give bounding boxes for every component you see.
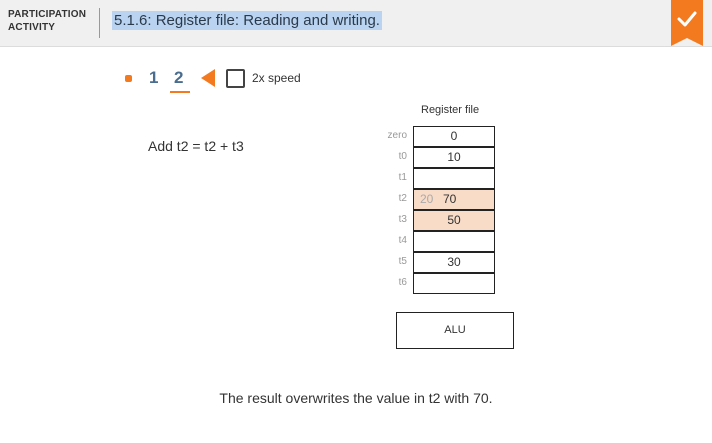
register-row-t0: t0 10 [377, 147, 497, 168]
register-row-zero: zero 0 [377, 126, 497, 147]
register-value-cell: 10 [413, 147, 495, 168]
alu-box: ALU [396, 312, 514, 349]
register-name: t1 [398, 172, 407, 183]
register-name: t2 [398, 193, 407, 204]
activity-header: PARTICIPATION ACTIVITY 5.1.6: Register f… [0, 0, 712, 47]
register-value-cell [413, 273, 495, 294]
start-step-indicator[interactable] [125, 75, 132, 82]
register-row-t6: t6 [377, 273, 497, 294]
header-divider [99, 8, 100, 38]
register-name: zero [387, 130, 407, 141]
speed-label: 2x speed [252, 71, 301, 85]
register-row-t4: t4 [377, 231, 497, 252]
check-icon [677, 11, 697, 27]
register-name: t4 [398, 235, 407, 246]
current-step-underline [170, 91, 190, 93]
register-name: t3 [398, 214, 407, 225]
register-row-t2: t2 20 70 [377, 189, 497, 210]
register-value-cell: 30 [413, 252, 495, 273]
instruction-text: Add t2 = t2 + t3 [148, 138, 244, 154]
register-new-value: 70 [443, 192, 457, 206]
step-caption: The result overwrites the value in t2 wi… [219, 390, 493, 406]
step-1-button[interactable]: 1 [149, 68, 159, 87]
register-value-cell [413, 231, 495, 252]
speed-checkbox[interactable] [226, 69, 245, 88]
register-file-title: Register file [421, 104, 480, 116]
register-row-t3: t3 50 [377, 210, 497, 231]
register-value-cell: 50 [413, 210, 495, 231]
register-value-cell [413, 168, 495, 189]
register-value-cell: 0 [413, 126, 495, 147]
register-name: t0 [398, 151, 407, 162]
register-row-t1: t1 [377, 168, 497, 189]
activity-title: 5.1.6: Register file: Reading and writin… [112, 11, 382, 30]
step-2-button[interactable]: 2 [174, 68, 184, 87]
register-old-value: 20 [420, 192, 434, 206]
register-name: t5 [398, 256, 407, 267]
activity-type-label: PARTICIPATION ACTIVITY [8, 9, 87, 33]
register-name: t6 [398, 277, 407, 288]
back-arrow-icon[interactable] [201, 69, 215, 87]
register-row-t5: t5 30 [377, 252, 497, 273]
register-value-cell: 20 70 [413, 189, 495, 210]
completion-badge [671, 0, 703, 46]
